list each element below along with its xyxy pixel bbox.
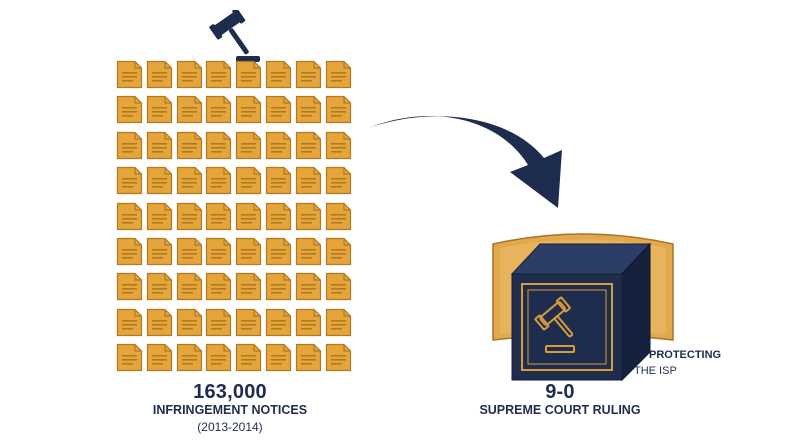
- document-icon: [235, 272, 262, 301]
- document-icon: [295, 308, 322, 337]
- document-icon: [205, 166, 232, 195]
- document-icon: [146, 95, 173, 124]
- ruling-score: 9-0: [545, 381, 575, 403]
- document-icon: [116, 308, 143, 337]
- document-icon: [265, 343, 292, 372]
- document-icon: [116, 95, 143, 124]
- document-icon: [325, 95, 352, 124]
- document-icon: [235, 202, 262, 231]
- document-icon: [295, 131, 322, 160]
- document-icon: [295, 237, 322, 266]
- document-icon: [205, 272, 232, 301]
- document-icon: [176, 131, 203, 160]
- document-icon: [205, 343, 232, 372]
- document-icon: [325, 272, 352, 301]
- document-icon: [116, 343, 143, 372]
- document-icon: [146, 272, 173, 301]
- document-icon: [205, 95, 232, 124]
- notices-caption: INFRINGEMENT NOTICES: [152, 403, 308, 417]
- protecting-label: PROTECTING: [649, 349, 722, 361]
- document-icon: [325, 343, 352, 372]
- document-icon: [265, 95, 292, 124]
- document-icon: [116, 202, 143, 231]
- document-icon: [235, 166, 262, 195]
- document-icon: [235, 131, 262, 160]
- document-icon: [325, 166, 352, 195]
- document-icon: [265, 237, 292, 266]
- ruling-caption: SUPREME COURT RULING: [479, 403, 641, 417]
- document-icon: [235, 60, 262, 89]
- document-icon: [265, 60, 292, 89]
- document-icon: [176, 343, 203, 372]
- document-icon: [235, 95, 262, 124]
- document-icon: [146, 308, 173, 337]
- isp-label: THE ISP: [634, 365, 677, 377]
- document-icon: [325, 202, 352, 231]
- document-icon: [146, 202, 173, 231]
- document-icon: [176, 272, 203, 301]
- document-icon: [116, 237, 143, 266]
- document-icon: [146, 60, 173, 89]
- document-icon: [295, 343, 322, 372]
- document-icon: [116, 131, 143, 160]
- document-icon: [146, 237, 173, 266]
- document-icon: [205, 60, 232, 89]
- document-icon: [205, 131, 232, 160]
- document-icon: [176, 237, 203, 266]
- document-icon: [116, 272, 143, 301]
- document-icon: [295, 95, 322, 124]
- document-icon: [325, 308, 352, 337]
- notices-count: 163,000: [193, 381, 267, 403]
- document-icon: [235, 237, 262, 266]
- document-icon: [116, 166, 143, 195]
- notices-years: (2013-2014): [197, 420, 263, 434]
- document-icon: [295, 166, 322, 195]
- document-icon: [325, 60, 352, 89]
- arrow-icon: [350, 110, 580, 220]
- gavel-icon: [202, 8, 264, 64]
- document-icon: [295, 60, 322, 89]
- document-icon: [176, 60, 203, 89]
- document-icon: [265, 131, 292, 160]
- document-icon: [176, 166, 203, 195]
- document-icon: [325, 131, 352, 160]
- document-icon: [205, 308, 232, 337]
- document-icon: [205, 202, 232, 231]
- document-icon: [295, 202, 322, 231]
- document-icon: [176, 308, 203, 337]
- document-icon: [265, 202, 292, 231]
- document-icon: [146, 343, 173, 372]
- document-icon: [176, 95, 203, 124]
- safe-box-icon: [500, 232, 660, 382]
- document-icon: [235, 343, 262, 372]
- document-icon: [265, 166, 292, 195]
- document-icon: [265, 272, 292, 301]
- document-icon: [146, 166, 173, 195]
- document-icon: [295, 272, 322, 301]
- document-icon: [146, 131, 173, 160]
- document-icon: [176, 202, 203, 231]
- document-icon: [116, 60, 143, 89]
- document-icon: [325, 237, 352, 266]
- document-icon: [265, 308, 292, 337]
- document-icon: [205, 237, 232, 266]
- document-icon: [235, 308, 262, 337]
